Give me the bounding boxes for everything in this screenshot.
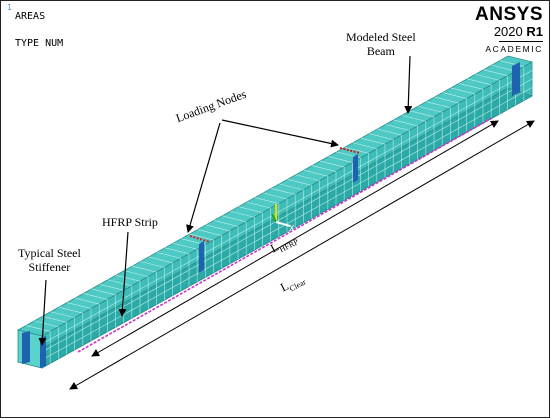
mesh-line xyxy=(26,325,51,332)
mesh-line xyxy=(450,87,475,95)
mesh-line xyxy=(442,92,467,99)
logo-release: R1 xyxy=(526,24,543,39)
beam-bottom-flange xyxy=(16,87,533,369)
plot-numbering-label: TYPE NUM xyxy=(15,38,64,49)
arrow-beam xyxy=(404,55,413,114)
mesh-line xyxy=(42,316,67,323)
mesh-line xyxy=(467,78,492,86)
mesh-line xyxy=(34,320,59,328)
arrow-hfrp xyxy=(118,231,129,317)
dim-l-clear xyxy=(69,120,535,390)
mesh-line xyxy=(409,110,435,118)
plot-type-label: AREAS xyxy=(15,11,46,22)
mesh-line xyxy=(418,105,443,113)
mesh-line xyxy=(458,83,484,90)
arrow-load-2 xyxy=(221,119,339,148)
stiffener-load-1 xyxy=(199,241,204,273)
mesh-line xyxy=(434,96,459,104)
logo-version: 2020 xyxy=(493,24,523,39)
mesh-line xyxy=(491,64,516,72)
stiffener-load-2 xyxy=(353,154,358,183)
stiffener-left-2 xyxy=(40,336,46,368)
label-typical-steel-stiffener: Typical Steel Stiffener xyxy=(18,246,81,274)
logo-brand: ANSYS xyxy=(475,4,543,25)
ansys-logo: ANSYS 2020 R1 ACADEMIC xyxy=(475,5,543,54)
stiffener-left xyxy=(22,331,30,364)
mesh-line xyxy=(475,73,500,81)
stiffener-right xyxy=(512,62,520,96)
mesh-line xyxy=(483,69,508,76)
arrow-load-1 xyxy=(186,122,221,233)
label-hfrp-strip: HFRP Strip xyxy=(102,215,158,229)
mesh-line xyxy=(41,70,533,345)
mesh-line xyxy=(426,101,451,108)
arrow-stiffener xyxy=(38,279,47,346)
label-modeled-steel-beam: Modeled Steel Beam xyxy=(346,30,416,58)
window-number: 1 xyxy=(7,3,12,12)
mesh-line xyxy=(401,115,426,122)
logo-edition: ACADEMIC xyxy=(485,44,543,54)
